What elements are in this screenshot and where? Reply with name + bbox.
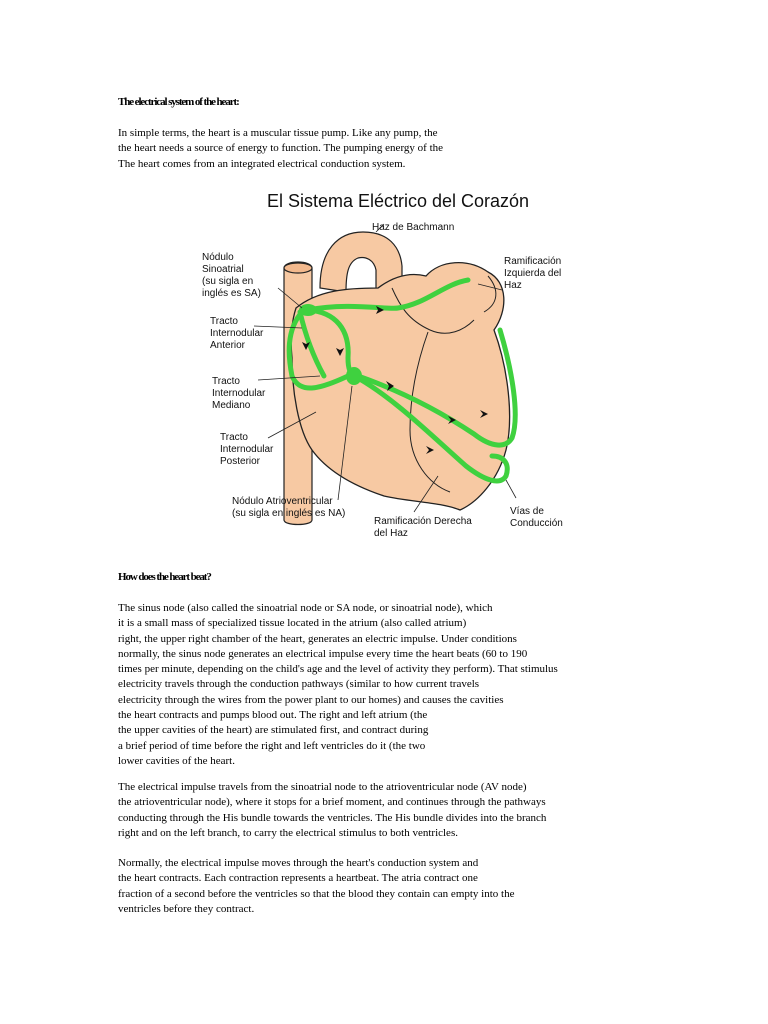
leader-line <box>506 480 516 498</box>
label-bachmann: Haz de Bachmann <box>372 222 454 233</box>
paragraph-line: electricity through the wires from the p… <box>118 693 558 708</box>
label-left-branch: Ramificación Izquierda del Haz <box>504 256 561 291</box>
paragraph-line: right, the upper right chamber of the he… <box>118 632 558 647</box>
paragraph-line: The electrical impulse travels from the … <box>118 780 546 795</box>
label-line: Tracto <box>212 376 240 387</box>
figure-title: El Sistema Eléctrico del Corazón <box>267 191 529 211</box>
label-line: Tracto <box>220 432 248 443</box>
heart-conduction-figure: El Sistema Eléctrico del Corazón <box>188 180 608 542</box>
label-line: Internodular <box>220 444 274 455</box>
label-pathways: Vías de Conducción <box>510 506 563 529</box>
label-line: inglés es SA) <box>202 288 261 299</box>
paragraph-line: conducting through the His bundle toward… <box>118 811 546 826</box>
paragraph-line: the heart contracts. Each contraction re… <box>118 871 514 886</box>
label-line: Nódulo <box>202 252 234 263</box>
paragraph-line: a brief period of time before the right … <box>118 739 558 754</box>
paragraph-line: it is a small mass of specialized tissue… <box>118 616 558 631</box>
label-line: Mediano <box>212 400 251 411</box>
paragraph-line: the heart contracts and pumps blood out.… <box>118 708 558 723</box>
sa-node <box>299 304 317 316</box>
label-line: (su sigla en <box>202 276 253 287</box>
paragraph-line: the upper cavities of the heart) are sti… <box>118 723 558 738</box>
vena-cava-opening <box>284 263 312 273</box>
paragraph-line: ventricles before they contract. <box>118 902 514 917</box>
label-line: Posterior <box>220 456 261 467</box>
paragraph-line: the heart needs a source of energy to fu… <box>118 141 443 156</box>
paragraph-line: normally, the sinus node generates an el… <box>118 647 558 662</box>
av-node <box>346 367 362 385</box>
label-line: Ramificación Derecha <box>374 516 472 527</box>
contraction-paragraph: Normally, the electrical impulse moves t… <box>118 856 514 917</box>
paragraph-line: In simple terms, the heart is a muscular… <box>118 126 443 141</box>
impulse-paragraph: The electrical impulse travels from the … <box>118 780 546 841</box>
label-right-branch: Ramificación Derecha del Haz <box>374 516 472 539</box>
heartbeat-paragraph: The sinus node (also called the sinoatri… <box>118 601 558 769</box>
label-line: Conducción <box>510 518 563 529</box>
paragraph-line: The sinus node (also called the sinoatri… <box>118 601 558 616</box>
paragraph-line: times per minute, depending on the child… <box>118 662 558 677</box>
paragraph-line: electricity travels through the conducti… <box>118 677 558 692</box>
label-line: Ramificación <box>504 256 561 267</box>
paragraph-line: fraction of a second before the ventricl… <box>118 887 514 902</box>
label-line: (su sigla en inglés es NA) <box>232 508 345 519</box>
label-line: Internodular <box>212 388 266 399</box>
paragraph-line: The heart comes from an integrated elect… <box>118 157 443 172</box>
label-line: Tracto <box>210 316 238 327</box>
label-line: Internodular <box>210 328 264 339</box>
label-line: Haz <box>504 280 522 291</box>
label-line: del Haz <box>374 528 408 539</box>
label-line: Vías de <box>510 506 544 517</box>
label-line: Izquierda del <box>504 268 561 279</box>
heart-diagram: El Sistema Eléctrico del Corazón <box>188 180 608 542</box>
label-av-node: Nódulo Atrioventricular (su sigla en ing… <box>232 496 345 519</box>
label-line: Nódulo Atrioventricular <box>232 496 333 507</box>
paragraph-line: the atrioventricular node), where it sto… <box>118 795 546 810</box>
paragraph-line: Normally, the electrical impulse moves t… <box>118 856 514 871</box>
label-sa-node: Nódulo Sinoatrial (su sigla en inglés es… <box>202 252 261 299</box>
intro-paragraph: In simple terms, the heart is a muscular… <box>118 126 443 172</box>
label-posterior-tract: Tracto Internodular Posterior <box>220 432 274 467</box>
label-anterior-tract: Tracto Internodular Anterior <box>210 316 264 351</box>
paragraph-line: right and on the left branch, to carry t… <box>118 826 546 841</box>
label-line: Sinoatrial <box>202 264 244 275</box>
section-heading-heartbeat: How does the heart beat? <box>118 571 211 583</box>
label-middle-tract: Tracto Internodular Mediano <box>212 376 266 411</box>
paragraph-line: lower cavities of the heart. <box>118 754 558 769</box>
label-line: Anterior <box>210 340 246 351</box>
section-heading-electrical-system: The electrical system of the heart: <box>118 96 239 108</box>
